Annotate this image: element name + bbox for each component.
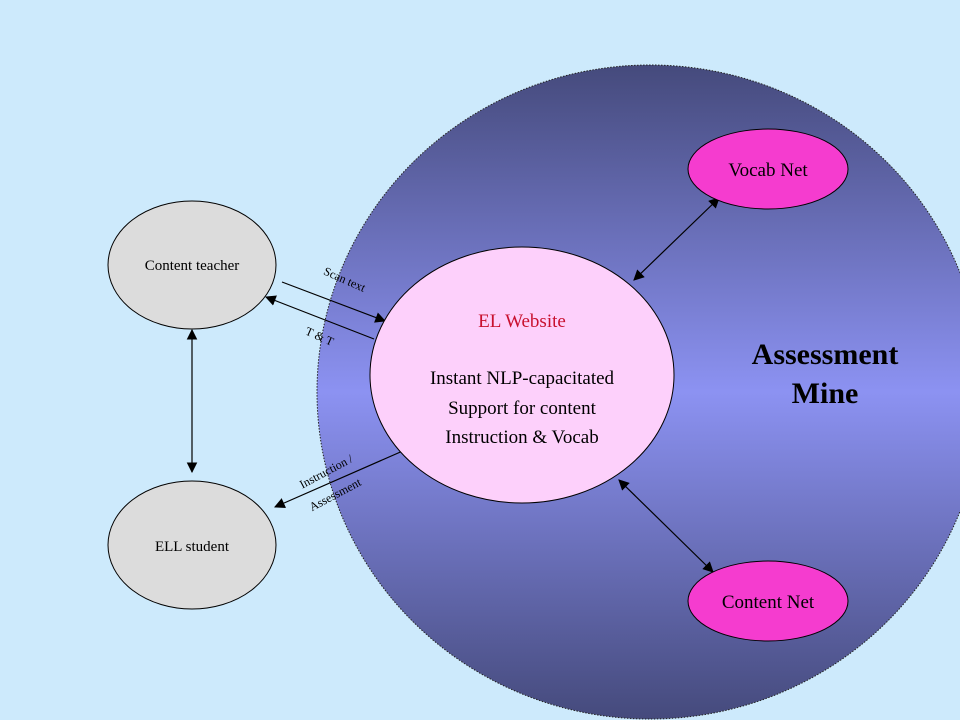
- ell-student-label: ELL student: [155, 539, 230, 555]
- website-vocab-net-arrow: [633, 197, 720, 281]
- assessment-mine-title-line1: Assessment: [752, 338, 899, 371]
- el-website-line1: Instant NLP-capacitated: [430, 368, 615, 389]
- website-content-net-arrow: [618, 479, 714, 573]
- ell-student-node: ELL student: [107, 480, 277, 610]
- ell-student-ellipse: [107, 480, 277, 610]
- el-website-line3: Instruction & Vocab: [445, 427, 598, 448]
- t-and-t-arrow: [264, 295, 375, 340]
- content-teacher-node: Content teacher: [107, 200, 277, 330]
- content-net-label: Content Net: [722, 592, 815, 613]
- instruction-assessment-arrow: [274, 449, 406, 509]
- scan-text-arrow: [281, 281, 387, 323]
- el-website-line2: Support for content: [448, 398, 596, 419]
- content-net-ellipse: [687, 560, 849, 642]
- el-website-node: EL Website Instant NLP-capacitated Suppo…: [369, 246, 675, 504]
- content-net-node: Content Net: [687, 560, 849, 642]
- el-website-ellipse: [369, 246, 675, 504]
- content-teacher-label: Content teacher: [145, 258, 240, 274]
- content-teacher-ellipse: [107, 200, 277, 330]
- assessment-mine-title-line2: Mine: [792, 377, 859, 410]
- vocab-net-label: Vocab Net: [728, 160, 808, 181]
- vocab-net-node: Vocab Net: [687, 128, 849, 210]
- el-website-title: EL Website: [478, 311, 566, 332]
- vocab-net-ellipse: [687, 128, 849, 210]
